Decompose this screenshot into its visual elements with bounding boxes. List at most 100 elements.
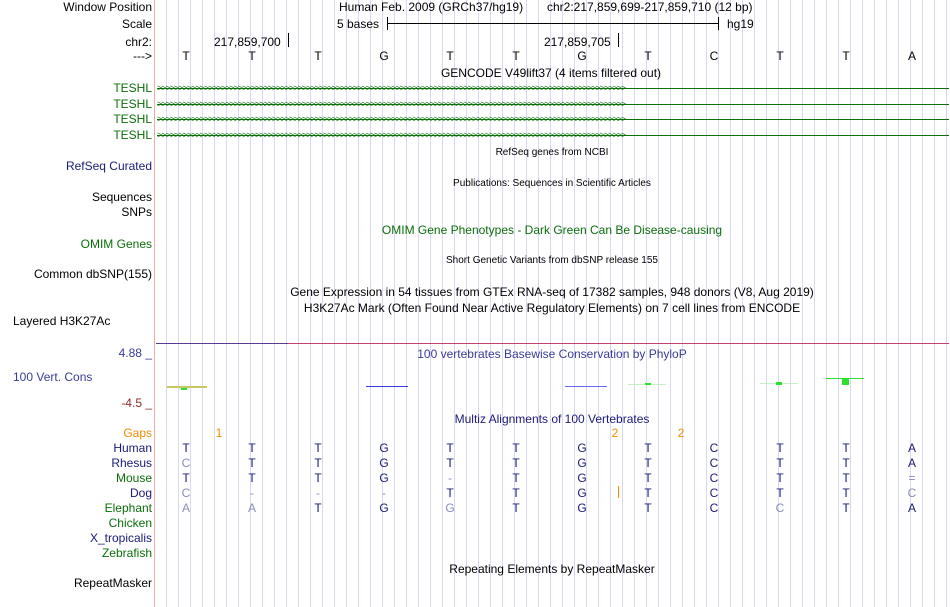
phylop-bar: [776, 382, 782, 385]
repeatmasker-track-title[interactable]: Repeating Elements by RepeatMasker: [449, 562, 655, 576]
alignment-base: T: [842, 501, 850, 515]
gencode-item-label[interactable]: TESHL: [113, 81, 152, 95]
gencode-transcript[interactable]: >>>>>>>>>>>>>>>>>>>>>>>>>>>>>>>>>>>>>>>>…: [157, 100, 949, 109]
alignment-base: T: [512, 501, 520, 515]
alignment-base: T: [248, 471, 256, 485]
alignment-base: G: [577, 441, 587, 455]
species-label-mouse[interactable]: Mouse: [115, 471, 152, 485]
alignment-base: G: [577, 501, 587, 515]
h3k27ac-baseline: [288, 343, 949, 344]
alignment-base: T: [512, 471, 520, 485]
alignment-base: T: [314, 501, 322, 515]
alignment-base: C: [907, 486, 917, 500]
sequence-base: T: [314, 49, 322, 63]
base-gridlines: [156, 0, 950, 607]
cons-track-title[interactable]: 100 vertebrates Basewise Conservation by…: [417, 347, 687, 361]
alignment-base: T: [314, 441, 322, 455]
sequence-base: G: [379, 49, 389, 63]
alignment-base: T: [776, 456, 784, 470]
alignment-base: G: [577, 471, 587, 485]
h3k27ac-track-title[interactable]: H3K27Ac Mark (Often Found Near Active Re…: [303, 301, 801, 315]
repeatmasker-label[interactable]: RepeatMasker: [73, 576, 152, 590]
label-separator: [154, 0, 155, 607]
omim-track-title[interactable]: OMIM Gene Phenotypes - Dark Green Can Be…: [381, 223, 723, 237]
gencode-item-label[interactable]: TESHL: [113, 112, 152, 126]
alignment-base: T: [644, 456, 652, 470]
h3k27ac-label[interactable]: Layered H3K27Ac: [13, 314, 111, 328]
dbsnp-track-title[interactable]: Short Genetic Variants from dbSNP releas…: [446, 255, 658, 266]
refseq-track-title[interactable]: RefSeq genes from NCBI: [495, 147, 609, 158]
alignment-base: T: [248, 456, 256, 470]
sequence-base: T: [446, 49, 454, 63]
chr-label: chr2:: [125, 35, 152, 49]
cons-min-label: -4.5 _: [121, 396, 152, 410]
alignment-base: T: [512, 456, 520, 470]
species-label-x_tropicalis[interactable]: X_tropicalis: [89, 531, 152, 545]
sequence-base: G: [577, 49, 587, 63]
alignment-base: C: [709, 456, 719, 470]
pubs-label[interactable]: Sequences: [91, 190, 152, 204]
alignment-base: T: [644, 486, 652, 500]
phylop-bar: [181, 388, 187, 390]
alignment-base: -: [382, 486, 386, 500]
gencode-item-label[interactable]: TESHL: [113, 96, 152, 111]
alignment-base: A: [907, 441, 917, 455]
scale-bar: [387, 17, 719, 30]
sequence-base: T: [776, 49, 784, 63]
species-label-human[interactable]: Human: [113, 441, 152, 455]
h3k27ac-baseline: [156, 343, 288, 344]
alignment-base: T: [644, 471, 652, 485]
coord-tick-2: [618, 33, 619, 47]
alignment-base: A: [247, 501, 257, 515]
alignment-base: T: [776, 486, 784, 500]
dbsnp-label[interactable]: Common dbSNP(155): [33, 267, 152, 281]
phylop-bar: [167, 386, 207, 388]
gencode-transcript[interactable]: >>>>>>>>>>>>>>>>>>>>>>>>>>>>>>>>>>>>>>>>…: [157, 131, 949, 140]
gencode-transcript[interactable]: >>>>>>>>>>>>>>>>>>>>>>>>>>>>>>>>>>>>>>>>…: [157, 84, 949, 93]
species-label-chicken[interactable]: Chicken: [108, 516, 152, 530]
species-label-elephant[interactable]: Elephant: [104, 501, 152, 515]
phylop-bar: [565, 386, 607, 387]
gencode-track-title[interactable]: GENCODE V49lift37 (4 items filtered out): [440, 66, 662, 80]
sequence-base: T: [842, 49, 850, 63]
cons-label[interactable]: 100 Vert. Cons: [13, 370, 93, 384]
dog-insertion-marker: [618, 486, 619, 498]
alignment-base: A: [907, 501, 917, 515]
snps-label[interactable]: SNPs: [121, 205, 152, 219]
sequence-base: A: [907, 49, 917, 63]
alignment-base: T: [842, 441, 850, 455]
gencode-item-label[interactable]: TESHL: [113, 127, 152, 142]
gtex-track-title[interactable]: Gene Expression in 54 tissues from GTEx …: [290, 285, 814, 299]
alignment-base: T: [512, 441, 520, 455]
alignment-base: G: [379, 501, 389, 515]
alignment-base: C: [181, 456, 191, 470]
coord-label-1: 217,859,700: [214, 35, 281, 49]
alignment-base: T: [446, 486, 454, 500]
scale-label: Scale: [121, 17, 152, 31]
gencode-transcript[interactable]: >>>>>>>>>>>>>>>>>>>>>>>>>>>>>>>>>>>>>>>>…: [157, 115, 949, 124]
species-label-zebrafish[interactable]: Zebrafish: [101, 546, 152, 560]
alignment-base: T: [446, 456, 454, 470]
pubs-track-title[interactable]: Publications: Sequences in Scientific Ar…: [453, 178, 651, 189]
refseq-label[interactable]: RefSeq Curated: [65, 159, 152, 173]
species-label-dog[interactable]: Dog: [129, 486, 152, 500]
alignment-base: C: [709, 486, 719, 500]
sequence-base: T: [512, 49, 520, 63]
alignment-base: C: [709, 501, 719, 515]
alignment-base: C: [709, 471, 719, 485]
position-readout: chr2:217,859,699-217,859,710 (12 bp): [547, 0, 753, 14]
window-position-label: Window Position: [63, 0, 152, 14]
alignment-base: C: [775, 501, 785, 515]
alignment-base: T: [644, 441, 652, 455]
alignment-base: T: [314, 456, 322, 470]
assembly-title: Human Feb. 2009 (GRCh37/hg19): [339, 0, 524, 14]
alignment-base: A: [181, 501, 191, 515]
omim-label[interactable]: OMIM Genes: [80, 237, 152, 251]
alignment-base: T: [776, 471, 784, 485]
multiz-track-title[interactable]: Multiz Alignments of 100 Vertebrates: [454, 412, 650, 426]
alignment-base: T: [842, 486, 850, 500]
alignment-base: T: [776, 441, 784, 455]
phylop-bar: [826, 378, 864, 379]
alignment-base: T: [182, 471, 190, 485]
species-label-rhesus[interactable]: Rhesus: [111, 456, 152, 470]
